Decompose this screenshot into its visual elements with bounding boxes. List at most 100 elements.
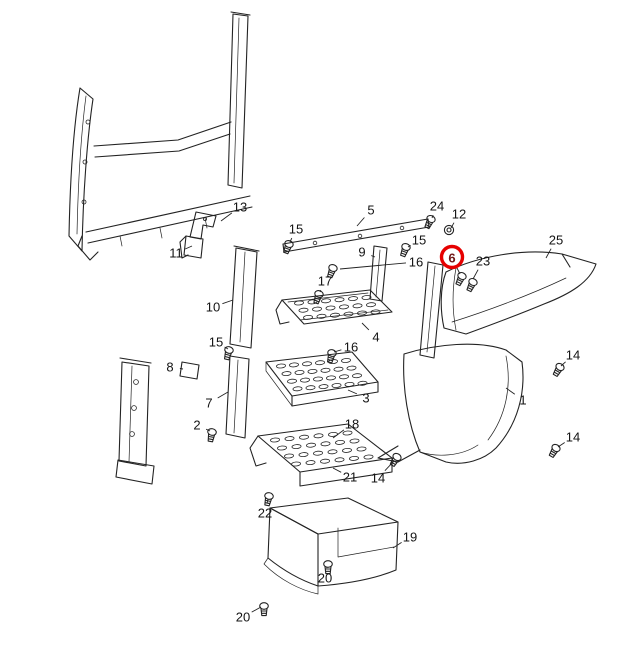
tread-hole <box>334 297 345 303</box>
tread-hole <box>349 455 359 461</box>
leader-line-2-22 <box>205 428 211 432</box>
tread-hole <box>270 437 280 443</box>
tray-3-art <box>265 351 379 407</box>
leader-line-11-1 <box>185 245 193 250</box>
leader-line-15-7 <box>407 245 411 248</box>
tread-hole <box>284 436 295 442</box>
tread-hole <box>366 302 376 308</box>
leader-line-8-17 <box>179 368 184 370</box>
tread-hole <box>313 450 323 456</box>
callout-6-9[interactable]: 6 <box>448 251 455 266</box>
leader-line-16-16 <box>333 349 342 353</box>
leader-line-18-23 <box>332 429 345 439</box>
tread-hole <box>291 461 301 467</box>
leader-line-4-14 <box>361 322 370 331</box>
tread-hole <box>320 441 331 447</box>
callout-20-30[interactable]: 20 <box>236 610 250 625</box>
leader-line-23-10 <box>472 269 479 280</box>
tread-hole <box>343 311 354 317</box>
leader-line-22-27 <box>266 498 269 504</box>
callout-17-12[interactable]: 17 <box>318 274 332 289</box>
leader-line-7-19 <box>217 391 229 399</box>
callout-8-17[interactable]: 8 <box>166 360 173 375</box>
tread-hole <box>294 370 305 375</box>
tread-hole <box>305 460 316 466</box>
tread-hole <box>284 453 294 459</box>
callout-20-29[interactable]: 20 <box>318 571 332 586</box>
callout-13-0[interactable]: 13 <box>233 200 247 215</box>
callout-16-8[interactable]: 16 <box>409 255 423 270</box>
callout-4-14[interactable]: 4 <box>372 330 379 345</box>
tread-hole <box>344 381 355 387</box>
callout-21-25[interactable]: 21 <box>343 470 357 485</box>
callout-15-15[interactable]: 15 <box>209 335 223 350</box>
callout-19-28[interactable]: 19 <box>403 530 417 545</box>
callout-15-7[interactable]: 15 <box>412 233 426 248</box>
tread-hole <box>289 362 299 368</box>
leader-line-1-21 <box>505 387 516 395</box>
tread-hole <box>341 358 351 363</box>
leader-line-15-3 <box>289 237 293 243</box>
tread-hole <box>361 295 372 300</box>
tread-hole <box>291 444 302 450</box>
pillar-10-art <box>229 245 260 349</box>
tread-hole <box>321 298 331 304</box>
step-18-holes <box>270 430 374 467</box>
tread-hole <box>303 314 313 320</box>
leader-line-3-20 <box>347 389 358 395</box>
panel-1-art <box>377 343 524 464</box>
tread-hole <box>306 442 316 448</box>
callout-16-16[interactable]: 16 <box>344 340 358 355</box>
leader-line-15-15 <box>224 346 229 350</box>
callout-11-1[interactable]: 11 <box>169 246 183 261</box>
strut-6-art <box>419 261 444 359</box>
callout-12-5[interactable]: 12 <box>452 207 466 222</box>
callout-2-22[interactable]: 2 <box>193 418 200 433</box>
tread-hole <box>328 431 338 437</box>
callout-23-10[interactable]: 23 <box>476 254 490 269</box>
callout-24-4[interactable]: 24 <box>430 199 444 214</box>
callout-14-24[interactable]: 14 <box>566 430 580 445</box>
tread-hole <box>335 439 345 445</box>
leader-line-14-24 <box>557 442 565 448</box>
tread-hole <box>305 385 316 391</box>
callout-15-3[interactable]: 15 <box>289 222 303 237</box>
nut-icon <box>443 224 455 236</box>
tread-hole <box>330 312 340 318</box>
tread-hole <box>315 360 325 366</box>
bracket-9-art <box>369 245 388 302</box>
callout-10-13[interactable]: 10 <box>206 300 220 315</box>
tread-hole <box>294 300 304 306</box>
tread-hole <box>326 375 336 381</box>
leader-line-14-26 <box>384 460 395 472</box>
bolt-icon <box>464 276 479 294</box>
callout-14-18[interactable]: 14 <box>566 348 580 363</box>
callout-3-20[interactable]: 3 <box>362 391 369 406</box>
tread-hole <box>302 361 312 367</box>
panel-25-art <box>440 251 597 335</box>
tread-hole <box>357 310 367 316</box>
callout-18-23[interactable]: 18 <box>345 417 359 432</box>
tread-hole <box>320 367 331 373</box>
tread-hole <box>339 304 349 310</box>
callout-9-6[interactable]: 9 <box>358 245 365 260</box>
tread-hole <box>313 433 324 439</box>
leader-line-12-5 <box>450 222 455 229</box>
step-4-art <box>275 289 393 325</box>
callout-1-21[interactable]: 1 <box>519 393 526 408</box>
callout-14-26[interactable]: 14 <box>371 471 385 486</box>
leader-line-5-2 <box>356 217 365 227</box>
chassis-rail-art <box>115 357 155 485</box>
fasteners <box>205 213 566 617</box>
callout-7-19[interactable]: 7 <box>205 396 212 411</box>
callout-25-11[interactable]: 25 <box>549 233 563 248</box>
callout-5-2[interactable]: 5 <box>367 203 374 218</box>
callout-22-27[interactable]: 22 <box>258 506 272 521</box>
panel-19-art <box>263 497 399 595</box>
tread-hole <box>300 377 310 383</box>
leader-line-10-13 <box>222 299 234 305</box>
bracket-7-art <box>225 355 250 439</box>
tread-hole <box>318 384 329 390</box>
